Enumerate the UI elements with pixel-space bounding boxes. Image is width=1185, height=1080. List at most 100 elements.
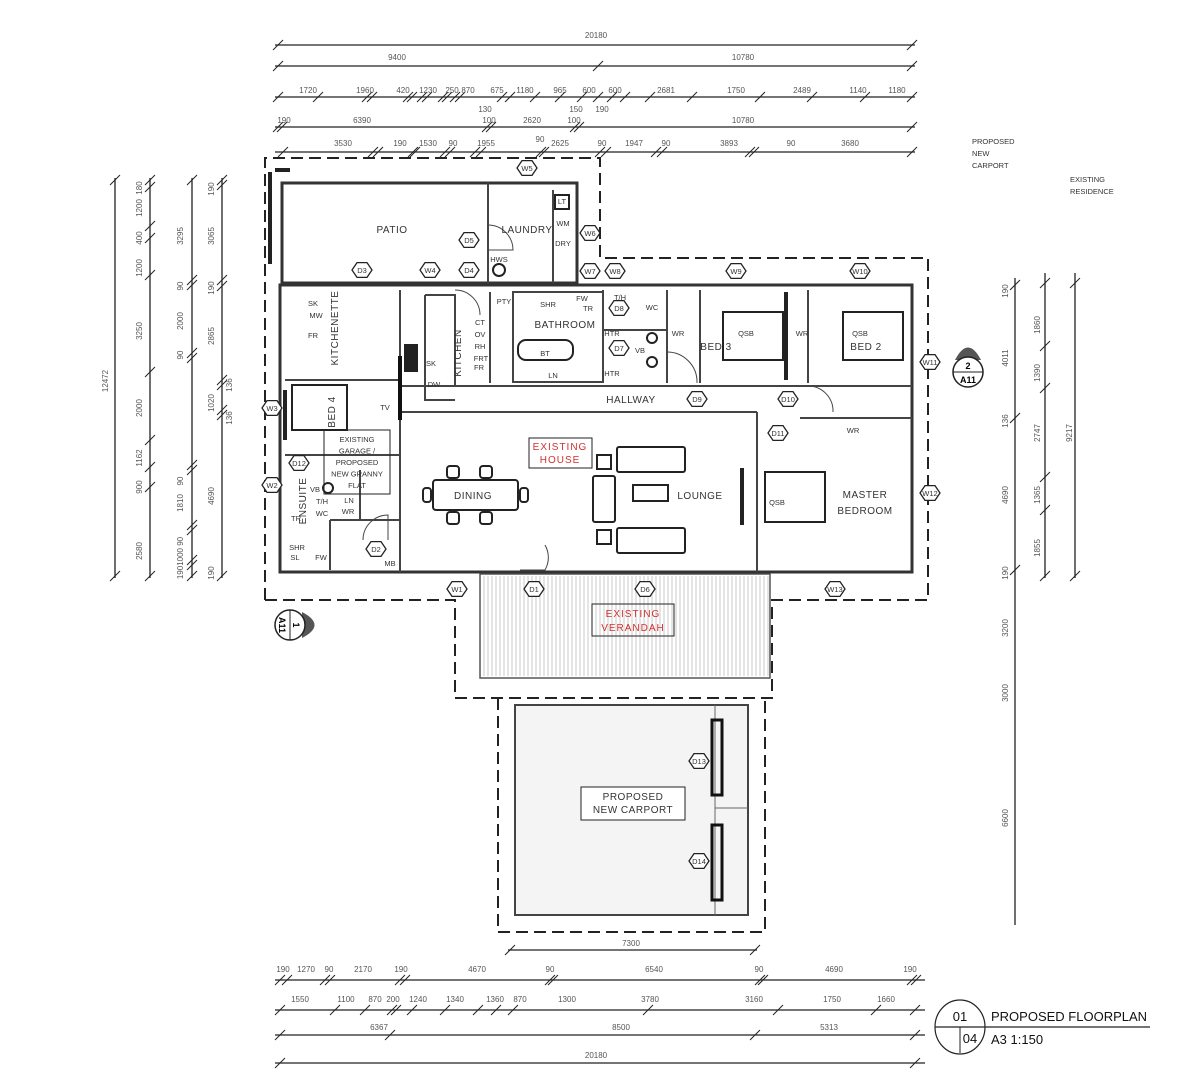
dimension-label: 3893 xyxy=(720,139,738,148)
tag-d13: D13 xyxy=(692,757,706,766)
room-label-bed2: BED 2 xyxy=(850,342,881,353)
dimension-label: 9400 xyxy=(388,53,406,62)
dimension-label: 2747 xyxy=(1033,424,1042,442)
dimension-tick xyxy=(1069,570,1081,582)
dimension-label: 190 xyxy=(207,182,216,196)
dimension-tick xyxy=(277,146,289,158)
label-existing-house: HOUSE xyxy=(540,455,581,466)
section-1-sheet: A11 xyxy=(277,617,287,633)
dimension-label: 136 xyxy=(225,378,234,392)
dimension-tick xyxy=(1039,277,1051,289)
tag-w4: W4 xyxy=(424,266,435,275)
dimension-tick xyxy=(1039,382,1051,394)
coffee-table xyxy=(632,484,669,502)
note-existing-residence: EXISTING xyxy=(1070,175,1105,184)
tag-hexagon xyxy=(579,262,601,280)
dimension-tick xyxy=(274,1057,286,1069)
dimension-tick xyxy=(906,121,918,133)
dimension-label: 1365 xyxy=(1033,486,1042,504)
dimension-tick xyxy=(216,179,228,191)
dimension-tick xyxy=(870,1004,882,1016)
dimension-tick xyxy=(600,146,612,158)
dimension-label: 250 xyxy=(445,86,459,95)
dimension-tick xyxy=(1039,504,1051,516)
dimension-tick xyxy=(186,347,198,359)
room-label-granny-flat: NEW GRANNY xyxy=(331,470,383,479)
dimension-label: 900 xyxy=(135,480,144,494)
dimension-tick xyxy=(772,1004,784,1016)
dimension-tick xyxy=(554,91,566,103)
dimension-label: 190 xyxy=(207,566,216,580)
dimension-label: 2000 xyxy=(176,312,185,330)
dimension-tick xyxy=(329,1004,341,1016)
drawing-scale: A3 1:150 xyxy=(991,1032,1043,1047)
room-label-master-bedroom: MASTER xyxy=(843,490,888,501)
room-label-granny-flat: GARAGE / xyxy=(339,447,376,456)
tag-w10: W10 xyxy=(852,267,867,276)
dimension-tick xyxy=(216,274,228,286)
dimension-tick xyxy=(390,1004,402,1016)
dimension-label: 10780 xyxy=(732,53,755,62)
fixture-label: QSB xyxy=(769,498,785,507)
dimension-label: 1901000 90 xyxy=(176,536,185,579)
dimension-label: 1300 xyxy=(558,995,576,1004)
dimension-tick xyxy=(216,280,228,292)
dimension-tick xyxy=(592,91,604,103)
tag-d10: D10 xyxy=(781,395,795,404)
walls xyxy=(268,168,914,574)
dimension-label: 400 xyxy=(135,231,144,245)
dimension-tick xyxy=(544,974,556,986)
fixture-label: FR xyxy=(308,331,319,340)
dimension-tick xyxy=(144,434,156,446)
sofa-bottom xyxy=(616,527,686,554)
dimension-label: 6600 xyxy=(1001,809,1010,827)
dimension-tick xyxy=(144,174,156,186)
fixture-label: WC xyxy=(646,303,659,312)
note-proposed-carport: PROPOSED xyxy=(972,137,1015,146)
dimension-tick xyxy=(644,91,656,103)
fixture-label: SHR xyxy=(289,543,305,552)
dimension-tick xyxy=(906,146,918,158)
dimension-label: 4690 xyxy=(207,487,216,505)
dimension-tick xyxy=(186,570,198,582)
bed2-bed xyxy=(842,311,904,361)
dimension-label: 1340 xyxy=(446,995,464,1004)
dimension-label: 1960 xyxy=(356,86,374,95)
dimension-label: 3000 xyxy=(1001,684,1010,702)
room-label-granny-flat: EXISTING xyxy=(339,435,374,444)
dimension-tick xyxy=(906,60,918,72)
dimension-tick xyxy=(754,974,766,986)
tag-d8: D8 xyxy=(614,304,624,313)
dimension-label: 90 xyxy=(449,139,458,148)
dimension-tick xyxy=(272,91,284,103)
dimension-tick xyxy=(186,274,198,286)
tag-hexagon xyxy=(458,231,480,249)
dimension-label: 6390 xyxy=(353,116,371,125)
sheet-number: 04 xyxy=(963,1031,977,1046)
dimension-tick xyxy=(749,1029,761,1041)
dimension-tick xyxy=(109,174,121,186)
room-label-bathroom: BATHROOM xyxy=(534,320,595,331)
dimension-label: 3160 xyxy=(745,995,763,1004)
fixture-label: DRY xyxy=(555,239,571,248)
dimension-tick xyxy=(216,570,228,582)
tag-d7: D7 xyxy=(614,344,624,353)
dimension-tick xyxy=(399,974,411,986)
fixture-label: SL xyxy=(290,553,299,562)
fixture-label: TR xyxy=(583,304,594,313)
dimension-label: 90 xyxy=(546,965,555,974)
fixture-label: LN xyxy=(548,371,558,380)
fixture-label: WR xyxy=(796,329,809,338)
sofa-left xyxy=(592,475,616,523)
dimension-tick xyxy=(319,974,331,986)
dimension-label: 870 xyxy=(513,995,527,1004)
room-label-hallway: HALLWAY xyxy=(606,395,655,406)
dimension-tick xyxy=(274,1029,286,1041)
dimension-tick xyxy=(186,519,198,531)
label-proposed-carport: PROPOSED xyxy=(603,792,664,803)
fixture-label: WR xyxy=(342,507,355,516)
fixture-label: BT xyxy=(540,349,550,358)
dimension-label: 90 xyxy=(598,139,607,148)
dimension-tick xyxy=(144,570,156,582)
